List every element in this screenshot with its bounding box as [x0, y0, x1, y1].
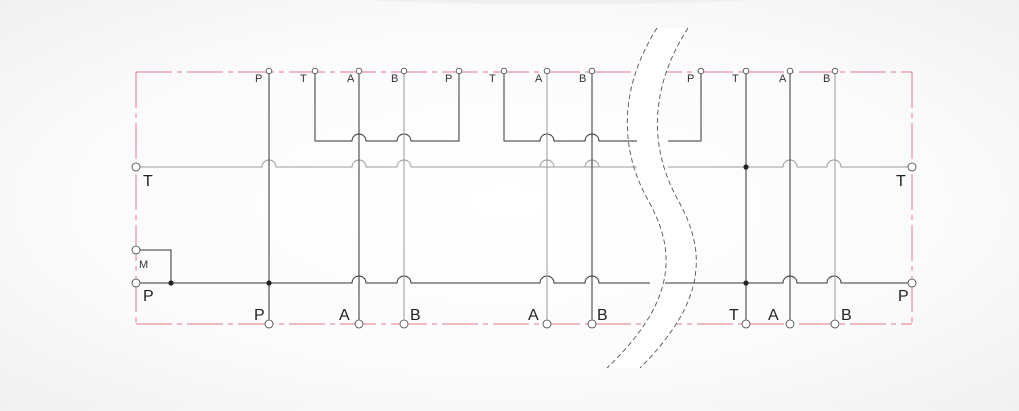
top-port-label: B — [579, 73, 586, 85]
top-port-label: A — [347, 73, 355, 85]
top-port-label: T — [732, 73, 739, 85]
top-port-label: P — [445, 73, 452, 85]
bottom-port-label: B — [410, 307, 421, 324]
top-port-label: B — [391, 73, 398, 85]
bottom-port-label: A — [528, 307, 539, 324]
right-pressure-label: P — [898, 288, 909, 305]
bottom-port-label: P — [254, 307, 265, 324]
top-port-label: A — [535, 73, 543, 85]
junction-dots — [168, 164, 749, 286]
top-port-label: T — [489, 73, 496, 85]
left-pressure-label: P — [143, 288, 154, 305]
bottom-port-label: A — [768, 307, 779, 324]
top-port-label: P — [255, 73, 262, 85]
port-circles — [131, 67, 917, 329]
bottom-port-label: A — [339, 307, 350, 324]
gauge-branch — [136, 249, 172, 283]
top-port-label: P — [687, 73, 694, 85]
top-port-label: A — [779, 73, 787, 85]
bottom-port-label: B — [597, 307, 608, 324]
break-lines — [606, 27, 697, 369]
block-boundary — [135, 71, 913, 325]
bottom-port-label: B — [841, 307, 852, 324]
bottom-port-label: T — [729, 307, 739, 324]
left-tank-label: T — [143, 173, 153, 190]
tank-line — [136, 159, 912, 168]
right-tank-label: T — [896, 173, 906, 190]
top-port-label: B — [823, 73, 830, 85]
gauge-port-label: M — [139, 259, 148, 271]
top-port-label: T — [300, 73, 307, 85]
pressure-line — [136, 275, 912, 284]
internal-connectors — [314, 72, 702, 142]
